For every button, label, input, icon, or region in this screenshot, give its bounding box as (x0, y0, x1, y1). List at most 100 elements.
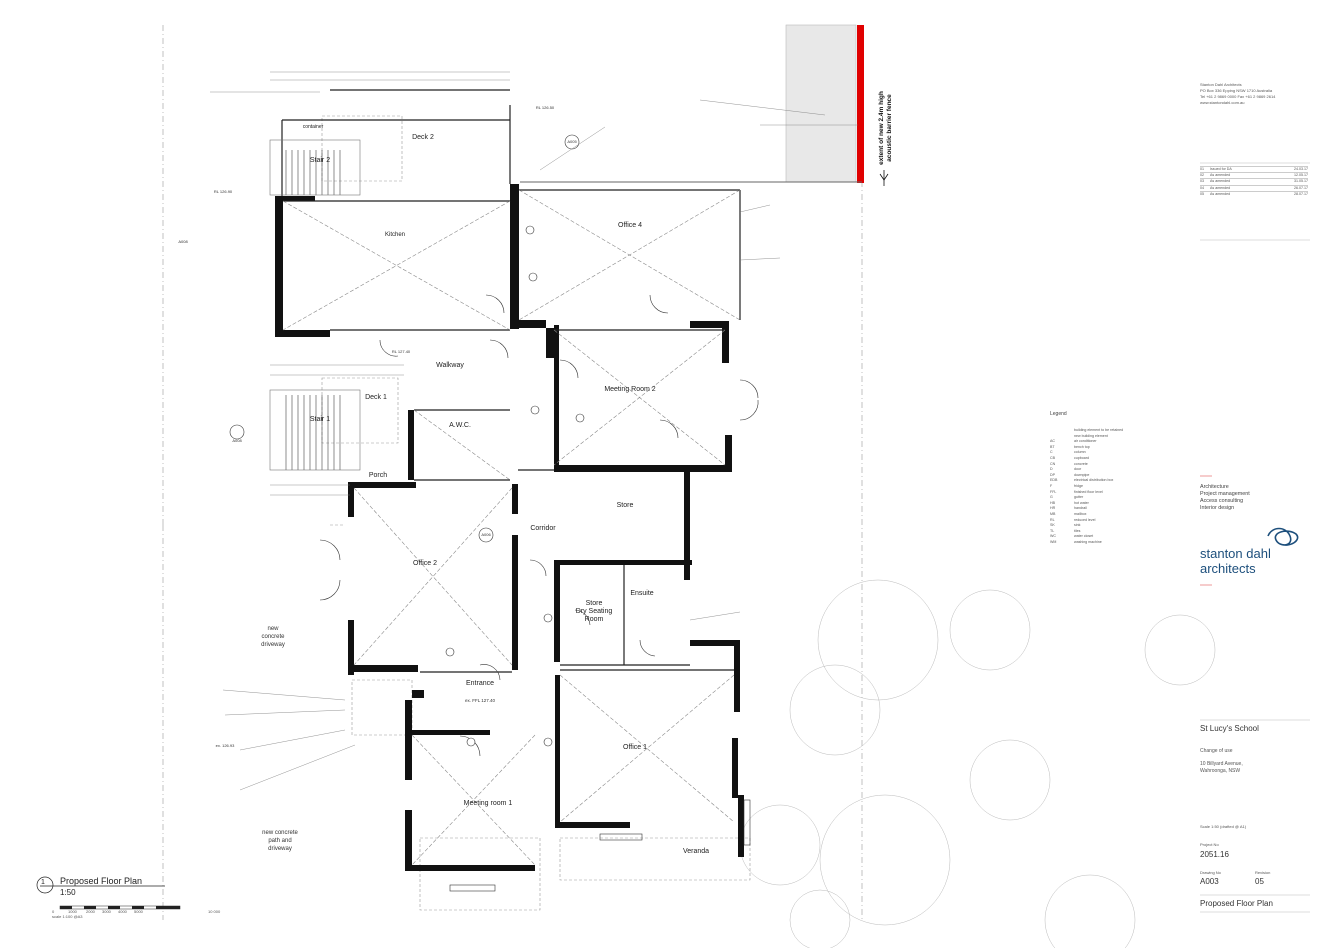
path-label-2: path and (268, 838, 292, 844)
fence-label: extent of new 2.4m high acoustic barrier… (878, 58, 894, 198)
service-item: Interior design (1200, 505, 1235, 511)
scale-bar (59, 905, 181, 910)
grid-mark-1: A008 (232, 438, 242, 443)
grid-markers (229, 134, 585, 747)
level-entrance: ex. FFL 127.40 (464, 698, 496, 703)
project-no-label: Project No (1200, 842, 1219, 847)
firm-name: Stanton Dahl Architects (1200, 82, 1242, 87)
service-item: Access consulting (1200, 498, 1244, 504)
plan-scale: 1:50 (60, 888, 76, 897)
plan-number: 1 (41, 879, 45, 886)
windows (449, 799, 751, 892)
fence-label-line-2: acoustic barrier fence (886, 94, 893, 162)
grid-mark-3: A006 (481, 532, 491, 537)
internal-walls (281, 89, 741, 673)
fence-extent-arrow (879, 170, 889, 186)
dimension-lines (210, 71, 510, 496)
ceiling-diagonals (282, 189, 741, 866)
room-label-meeting1: Meeting room 1 (463, 800, 513, 807)
adjacent-structure (785, 24, 857, 183)
project-name: St Lucy's School (1200, 724, 1259, 733)
acoustic-fence (857, 25, 864, 183)
door-swings (319, 294, 759, 757)
driveway-label-2: concrete (261, 634, 285, 640)
project-address-2: Wahroonga, NSW (1200, 768, 1241, 774)
legend-list: building element to be retained new buil… (1050, 428, 1123, 545)
room-label-office1: Office 1 (623, 744, 647, 751)
revision-value: 05 (1255, 877, 1264, 886)
project-no: 2051.16 (1200, 850, 1229, 859)
room-label-store-dry-2: Dry Seating (575, 608, 613, 615)
room-label-stair1: Stair 1 (309, 416, 331, 423)
room-label-porch: Porch (368, 472, 388, 479)
stair-treads (285, 150, 341, 470)
grid-mark-4: A008 (178, 239, 188, 244)
level-walkway: RL 127.40 (391, 349, 411, 354)
service-item: Architecture (1200, 484, 1229, 490)
legend-title: Legend (1050, 411, 1067, 417)
scale-bar-tick-2: 2000 (86, 909, 95, 914)
room-label-store: Store (616, 502, 634, 509)
firm-logo-mark (1267, 527, 1299, 546)
scale-bar-tick-6: 10 000 (208, 909, 221, 914)
room-label-corridor: Corridor (530, 525, 556, 532)
driveway-label-1: new (267, 626, 279, 632)
room-label-office4: Office 4 (618, 222, 642, 229)
scale-bar-tick-3: 3000 (102, 909, 111, 914)
firm-logo-text-2: architects (1200, 561, 1256, 576)
legend-item: new building element (1074, 433, 1108, 438)
room-label-store-dry-1: Store (585, 600, 603, 607)
grid-mark-2: A005 (567, 139, 577, 144)
drawing-no: A003 (1200, 877, 1219, 886)
level-road: ex. 126.93 (215, 743, 235, 748)
service-item: Project management (1200, 491, 1250, 497)
firm-web: www.stantondahl.com.au (1200, 100, 1245, 105)
driveway-label-3: driveway (261, 642, 285, 648)
legend-item: building element to be retained (1074, 428, 1124, 432)
level-deck: RL 126.90 (213, 189, 233, 194)
scale-bar-tick-1: 1000 (68, 909, 77, 914)
room-label-store-dry-3: Room (584, 616, 604, 623)
room-label-container: container (302, 124, 324, 130)
scale-bar-tick-4: 4000 (118, 909, 127, 914)
plan-number-circle (36, 876, 54, 894)
services-list: Architecture Project management Access c… (1200, 484, 1250, 512)
scale-note: Scale 1:50 (drafted @ A1) (1200, 824, 1247, 829)
room-label-walkway: Walkway (436, 362, 464, 369)
level-top: RL 126.50 (535, 105, 555, 110)
firm-phone: Tel +61 2 9869 0000 Fax +61 2 9869 2614 (1200, 94, 1276, 99)
scale-bar-text: scale 1:100 @A3 (52, 914, 83, 919)
revision-label: Revision (1255, 870, 1271, 875)
firm-logo-text-1: stanton dahl (1200, 546, 1271, 561)
annotation-leaders (222, 99, 858, 791)
project-address-1: 10 Billyard Avenue, (1200, 761, 1243, 767)
project-sub: Change of use (1200, 748, 1233, 754)
room-label-wc: A.W.C. (449, 422, 471, 429)
plan-title: Proposed Floor Plan (60, 876, 143, 886)
external-walls (275, 184, 744, 871)
scale-bar-tick-5: 5000 (134, 909, 143, 914)
path-label-1: new concrete (262, 830, 298, 836)
